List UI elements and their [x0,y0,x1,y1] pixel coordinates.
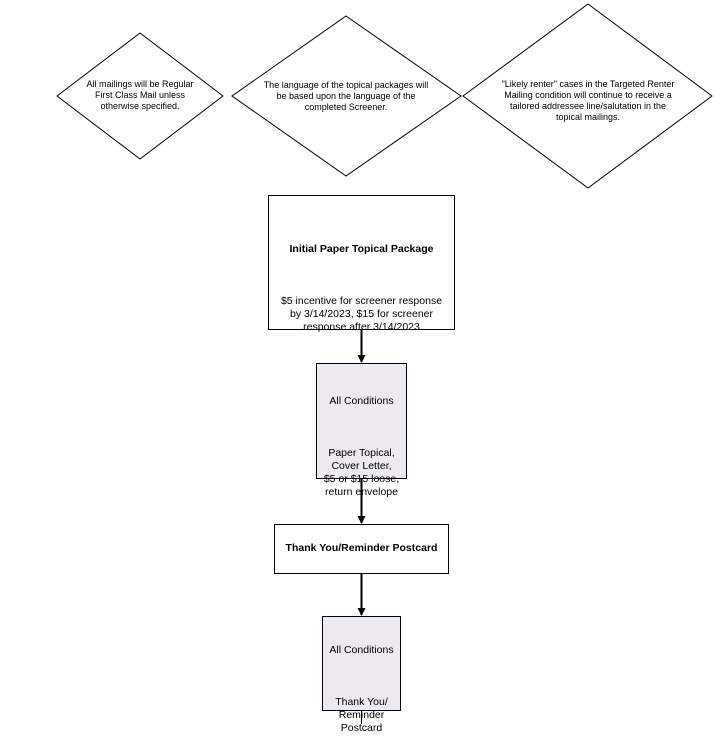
thank-you-reminder-title: Thank You/Reminder Postcard [285,542,438,554]
note-diamond-mail-class [56,32,224,160]
all-conditions-topical-description: Paper Topical, Cover Letter, $5 or $15 l… [323,447,400,498]
note-diamond-likely-renter [462,3,713,189]
note-text-likely-renter: "Likely renter" cases in the Targeted Re… [501,79,675,122]
initial-package-description: $5 incentive for screener response by 3/… [280,295,443,333]
all-conditions-postcard-title: All Conditions [329,644,394,656]
all-conditions-topical-title: All Conditions [329,395,394,407]
all-conditions-postcard-content: All Conditions Thank You/ Reminder Postc… [323,631,400,748]
all-conditions-topical-content: All Conditions Paper Topical, Cover Lett… [317,382,406,512]
note-text-mail-class: All mailings will be Regular First Class… [86,79,194,111]
box-initial-paper-topical [268,195,455,330]
initial-package-content: Initial Paper Topical Package $5 incenti… [269,230,454,347]
note-diamond-language [231,15,462,177]
note-text-language: The language of the topical packages wil… [263,80,429,112]
box-all-conditions-topical [316,363,407,479]
initial-package-title: Initial Paper Topical Package [289,243,434,255]
all-conditions-postcard-description: Thank You/ Reminder Postcard [335,696,388,734]
box-thank-you-reminder [274,524,449,574]
flowchart-canvas [56,3,713,724]
box-all-conditions-postcard [322,616,401,711]
